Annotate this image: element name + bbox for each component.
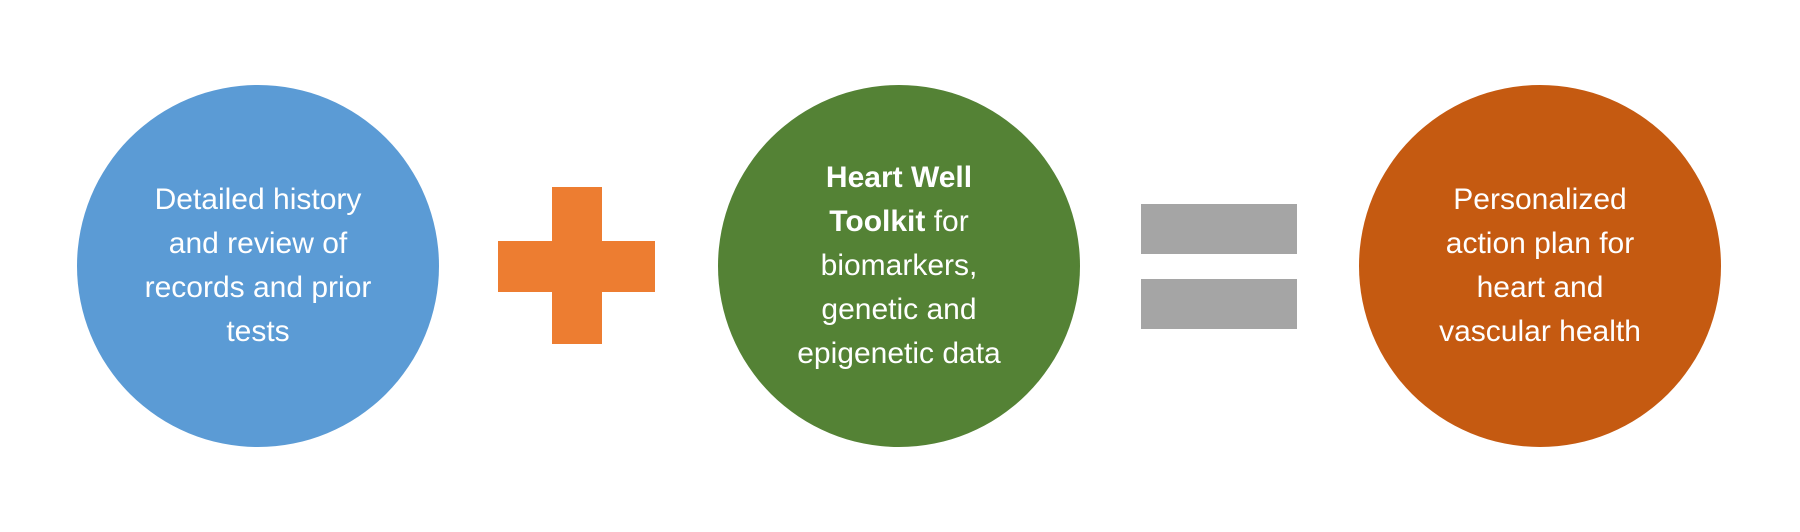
toolkit-text: Heart Well Toolkit for biomarkers, genet… — [784, 156, 1014, 376]
history-circle: Detailed history and review of records a… — [77, 85, 439, 447]
toolkit-circle: Heart Well Toolkit for biomarkers, genet… — [718, 85, 1080, 447]
action-plan-circle: Personalized action plan for heart and v… — [1359, 85, 1721, 447]
action-plan-text: Personalized action plan for heart and v… — [1439, 183, 1641, 348]
history-text: Detailed history and review of records a… — [144, 183, 372, 348]
toolkit-desc: for biomarkers, genetic and epigenetic d… — [797, 205, 1001, 370]
toolkit-name: Heart Well Toolkit — [825, 161, 973, 238]
